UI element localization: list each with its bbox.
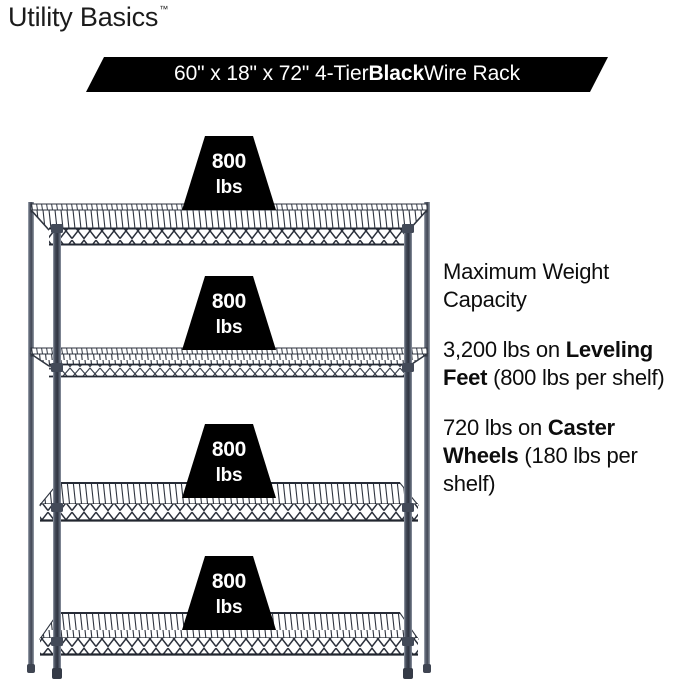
caster-wheels-total: 720 lbs on xyxy=(443,414,548,440)
caster-wheels-capacity: 720 lbs on Caster Wheels (180 lbs per sh… xyxy=(443,414,679,498)
brand-name: Utility Basics xyxy=(8,2,159,32)
shelf-capacity-badge-2: 800 lbs xyxy=(182,276,276,350)
badge-text-2: 800 lbs xyxy=(182,276,276,350)
badge-text-4: 800 lbs xyxy=(182,556,276,630)
shelf-capacity-badge-1: 800 lbs xyxy=(182,136,276,210)
leveling-feet-per-shelf: (800 lbs per shelf) xyxy=(487,364,665,390)
trademark-symbol: ™ xyxy=(159,4,169,14)
shelf-collar-2-right xyxy=(402,363,414,372)
wire-rack-drawing xyxy=(27,202,431,679)
caster-wheels-per-shelf: (180 lbs per shelf) xyxy=(443,442,638,496)
leveling-feet-label: Leveling Feet xyxy=(443,336,653,390)
shelf-collar-4-right xyxy=(402,637,414,646)
badge-unit-2: lbs xyxy=(215,317,243,339)
shelf-capacity-badge-3: 800 lbs xyxy=(182,424,276,498)
leveling-feet-capacity: 3,200 lbs on Leveling Feet (800 lbs per … xyxy=(443,336,679,392)
shelf-collar-3-left xyxy=(51,503,63,512)
caster-wheels-label: Caster Wheels xyxy=(443,414,615,468)
shelf-capacity-badge-4: 800 lbs xyxy=(182,556,276,630)
shelf-collar-3-right xyxy=(402,503,414,512)
capacity-copy-block: Maximum Weight Capacity 3,200 lbs on Lev… xyxy=(443,258,679,520)
banner-text-bold: Black xyxy=(368,62,425,85)
banner-text-before: 60" x 18" x 72" 4-Tier xyxy=(174,62,369,85)
shelf-tier-2 xyxy=(29,347,429,378)
badge-unit-4: lbs xyxy=(215,597,243,619)
rear-right-post xyxy=(424,202,430,668)
badge-number-4: 800 xyxy=(211,569,247,593)
shelf-collar-2-left xyxy=(51,363,63,372)
leveling-feet-total: 3,200 lbs on xyxy=(443,336,566,362)
leveling-foot-rear-left xyxy=(27,664,35,673)
badge-text-3: 800 lbs xyxy=(182,424,276,498)
shelf-collar-1-left xyxy=(51,224,63,233)
brand-logo: Utility Basics™ xyxy=(8,2,169,33)
badge-number-3: 800 xyxy=(211,437,247,461)
badge-unit-3: lbs xyxy=(215,465,243,487)
leveling-foot-rear-right xyxy=(423,664,431,673)
front-left-post xyxy=(53,224,61,672)
front-right-post xyxy=(404,224,412,672)
banner-title: 60" x 18" x 72" 4-Tier Black Wire Rack xyxy=(86,57,608,92)
rear-left-post xyxy=(28,202,34,668)
wire-rack-illustration xyxy=(0,120,450,681)
badge-number-2: 800 xyxy=(211,289,247,313)
capacity-heading: Maximum Weight Capacity xyxy=(443,259,610,312)
product-title-banner: 60" x 18" x 72" 4-Tier Black Wire Rack xyxy=(86,57,608,92)
badge-text-1: 800 lbs xyxy=(182,136,276,210)
badge-unit-1: lbs xyxy=(215,177,243,199)
leveling-foot-front-right xyxy=(403,668,413,679)
shelf-collar-1-right xyxy=(402,224,414,233)
shelf-tier-1 xyxy=(29,203,429,246)
shelf-collar-4-left xyxy=(51,637,63,646)
leveling-foot-front-left xyxy=(52,668,62,679)
badge-number-1: 800 xyxy=(211,149,247,173)
banner-text-after: Wire Rack xyxy=(424,62,520,85)
banner-background xyxy=(86,57,608,92)
